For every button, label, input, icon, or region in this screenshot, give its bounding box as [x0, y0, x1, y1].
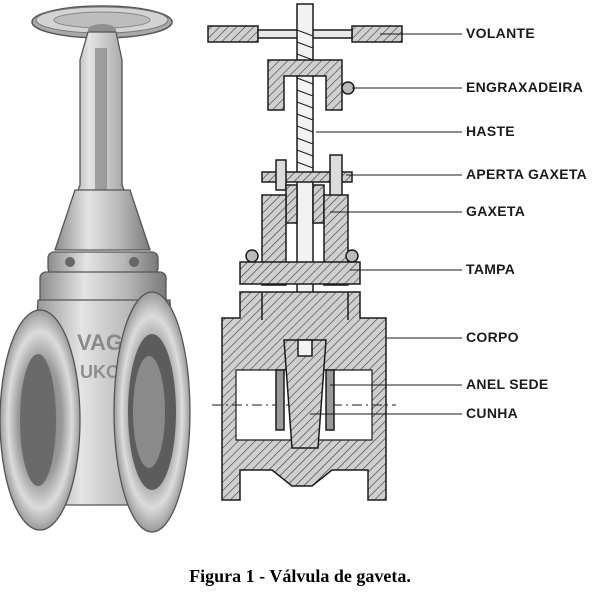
section-bonnet [239, 194, 361, 286]
photo-body-marking-2: UKO [80, 362, 120, 382]
section-yoke [267, 59, 355, 111]
label-corpo: CORPO [466, 329, 519, 345]
photo-yoke [39, 31, 167, 307]
label-tampa: TAMPA [466, 261, 516, 277]
label-volante: VOLANTE [466, 25, 535, 41]
photo-left-flange [0, 309, 81, 531]
photo-body-marking: VAG [77, 330, 123, 355]
label-anel-sede: ANEL SEDE [466, 376, 549, 392]
valve-photo: VAG UKO [0, 5, 191, 533]
leader-lines [310, 33, 462, 415]
figure-caption: Figura 1 - Válvula de gaveta. [189, 566, 411, 586]
section-seat-rings [275, 369, 335, 431]
label-engraxadeira: ENGRAXADEIRA [466, 79, 584, 95]
valve-cross-section [207, 3, 403, 501]
label-aperta-gaxeta: APERTA GAXETA [466, 166, 588, 182]
label-cunha: CUNHA [466, 405, 519, 421]
photo-right-flange [113, 291, 191, 533]
label-haste: HASTE [466, 123, 515, 139]
section-wedge [283, 339, 327, 449]
label-gaxeta: GAXETA [466, 203, 526, 219]
